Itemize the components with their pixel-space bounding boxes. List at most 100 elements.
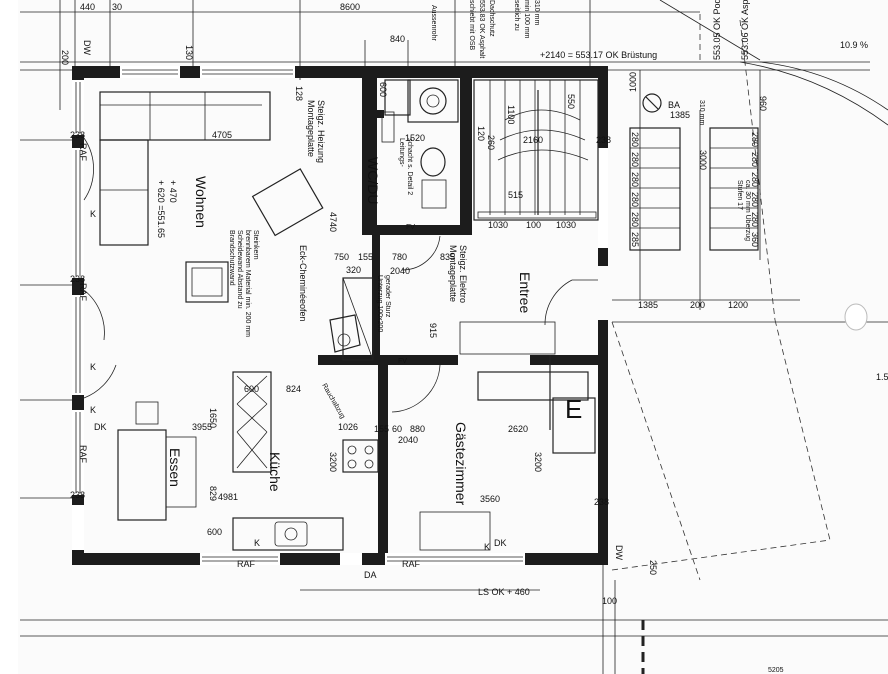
room-labels: Wohnen WC/DU Entree Küche Essen Gästezim…: [167, 157, 533, 506]
dim-515: 515: [508, 190, 523, 200]
dim-280-l1: 280: [630, 132, 640, 147]
fv-2: FV: [398, 358, 407, 365]
room-wc-du: WC/DU: [365, 157, 381, 204]
note-top-5: 310 mm: [533, 0, 540, 25]
stufen-label: Stufen 17: [736, 180, 743, 210]
dim-1650: 1650: [208, 408, 218, 428]
dim-2040-b: 2040: [398, 435, 418, 445]
dim-100-b: 100: [602, 596, 617, 606]
dim-200-b: 200: [690, 300, 705, 310]
walls: [72, 66, 608, 565]
dimension-texts: 440 30 8600 200 130 840 600 1520 260 216…: [60, 2, 768, 606]
scan-margin: [0, 0, 18, 674]
dim-4981: 4981: [218, 492, 238, 502]
symbol-labels: RAF RAF RAF RAF RAF K K K K K DK DK DW D…: [78, 40, 888, 674]
raf-3: RAF: [78, 445, 88, 464]
note-top-6: seitlich zu: [513, 0, 520, 31]
dim-4705: 4705: [212, 130, 232, 140]
da-label: DA: [364, 570, 377, 580]
k-3: K: [90, 405, 96, 415]
note-brandschutz-1: Brandschutzwand: [228, 230, 235, 286]
dim-260: 260: [486, 135, 496, 150]
paper-sheet: [18, 0, 888, 674]
dim-238-d: 238: [596, 135, 611, 145]
note-montageplatte: Montageplatte: [306, 100, 316, 157]
dim-1520: 1520: [405, 133, 425, 143]
raf-5: RAF: [402, 559, 421, 569]
note-montageplatte-2: Montageplatte: [448, 245, 458, 302]
k-2: K: [90, 362, 96, 372]
dim-550: 550: [566, 94, 576, 109]
dim-238-a: 238: [70, 130, 85, 140]
dw-1: DW: [82, 40, 92, 55]
dim-100: 100: [526, 220, 541, 230]
punch-hole: [844, 303, 868, 331]
k-1: K: [90, 209, 96, 219]
e-marker: E: [549, 355, 582, 430]
dim-1385: 1385: [638, 300, 658, 310]
dim-835: 835: [440, 252, 455, 262]
raf-4: RAF: [237, 559, 256, 569]
level-brustung: +2140 = 553.17 OK Brüstung: [540, 50, 657, 60]
note-brandschutz-3: brennbarem Material min. 200 mm: [244, 230, 251, 337]
level-ls: LS OK + 460: [478, 587, 530, 597]
dim-1030-b: 1030: [556, 220, 576, 230]
note-steigz-elektro: Steigz. Elektro: [458, 245, 468, 303]
note-leitungsschacht-2: schacht s. Detail 2: [406, 138, 413, 195]
level-asphalt: 553.06 OK Asphalt: [740, 0, 750, 60]
slope-label: 10.9 %: [840, 40, 868, 50]
dim-250: 250: [648, 560, 658, 575]
room-wohnen: Wohnen: [193, 176, 209, 228]
note-top-4: min 100 mm: [523, 0, 530, 39]
staircase: [473, 79, 759, 251]
dim-1000: 1000: [628, 72, 638, 92]
dim-829: 829: [208, 486, 218, 501]
dim-238-c: 238: [70, 490, 85, 500]
note-top-1: 553.83 OK Asphalt: [478, 0, 485, 58]
note-steigz-heizung: Steigz. Heizung: [316, 100, 326, 163]
dim-3200-b: 3200: [533, 452, 543, 472]
dk-2: DK: [494, 538, 507, 548]
dim-840: 840: [390, 34, 405, 44]
dk-1: DK: [94, 422, 107, 432]
dim-360: 360: [750, 232, 760, 247]
dim-3000: 3000: [698, 150, 708, 170]
dim-280-r3: 280: [750, 172, 760, 187]
dim-2160: 2160: [523, 135, 543, 145]
dim-1100: 1100: [506, 105, 516, 124]
dim-1030-a: 1030: [488, 220, 508, 230]
ba-val: 310 mm: [698, 100, 705, 125]
bottom-mark: 5205: [768, 667, 784, 674]
note-unterzug-2: gerader Sturz: [384, 275, 391, 318]
dim-155-a: 155: [358, 252, 373, 262]
dim-280-r2: 280: [750, 152, 760, 167]
room-entree: Entree: [517, 272, 533, 313]
dim-128: 128: [294, 86, 304, 101]
window-glazing: [75, 69, 523, 562]
dim-1200: 1200: [728, 300, 748, 310]
stufen-label-2: ca. 30 mm Überzug: [744, 180, 752, 241]
dim-780: 780: [392, 252, 407, 262]
dim-280-r1: 280: [750, 132, 760, 147]
dim-280-l4: 280: [630, 192, 640, 207]
dim-130: 130: [184, 45, 194, 60]
furniture: [83, 79, 598, 551]
dim-915: 915: [428, 323, 438, 338]
e-mark-label: E: [565, 394, 582, 424]
dim-285-l: 285: [630, 232, 640, 247]
dw-2: DW: [614, 545, 624, 560]
ba-label: BA: [668, 100, 680, 110]
dim-2620: 2620: [508, 424, 528, 434]
dim-600-c: 600: [207, 527, 222, 537]
note-aussenrohr: Aussenrohr: [430, 5, 437, 41]
note-top-2: schiebt mit OSB: [468, 0, 475, 51]
dim-155-b: 155: [374, 424, 389, 434]
edge-mark: 1.5: [876, 372, 888, 382]
dim-824: 824: [286, 384, 301, 394]
note-brandschutz-4: Steinkern: [252, 230, 259, 260]
room-gaeste: Gästezimmer: [453, 422, 469, 506]
room-kueche: Küche: [267, 452, 283, 492]
annotations: + 620 =551.65 + 470 Brandschutzwand Sche…: [156, 0, 868, 597]
dim-238-b: 238: [70, 274, 85, 284]
